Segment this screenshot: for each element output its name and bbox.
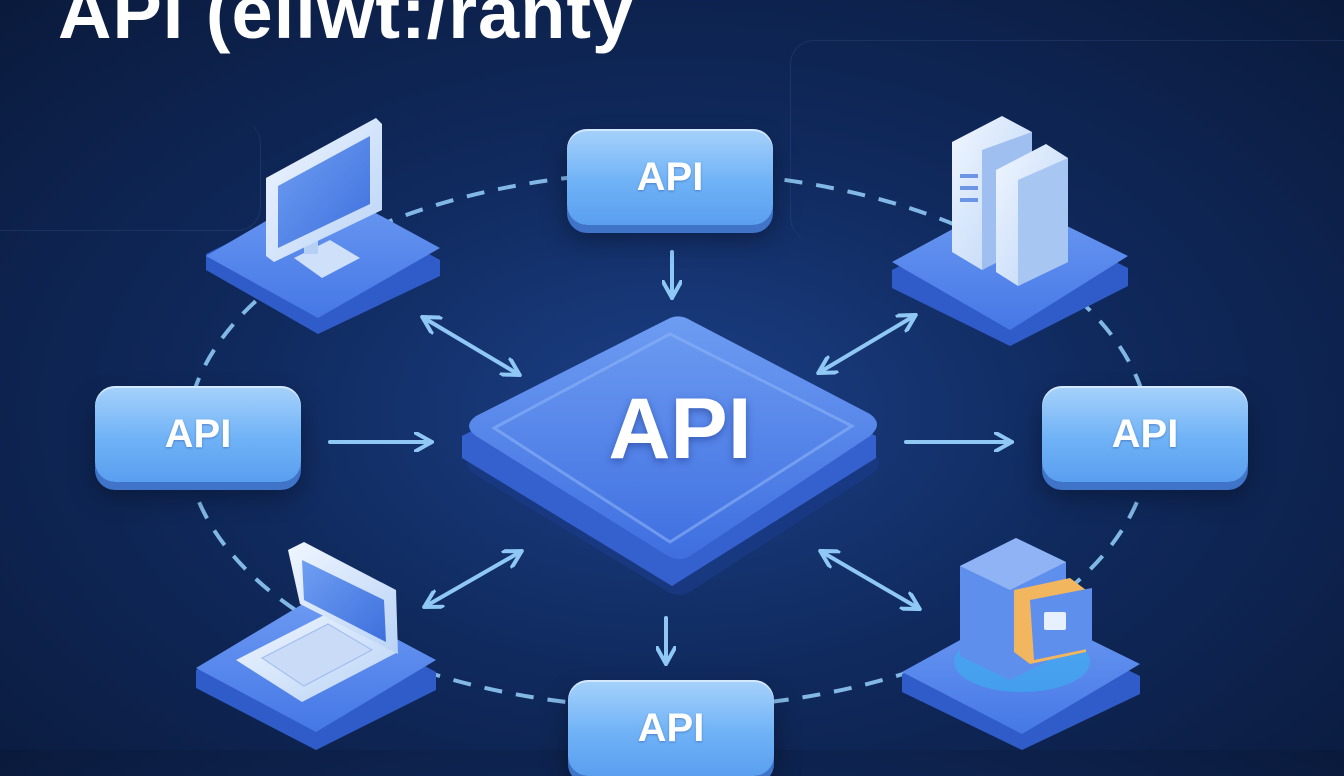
- api-diagram: [184, 116, 1152, 750]
- connector-arrows: [328, 250, 1010, 662]
- hub-label: API: [608, 381, 752, 477]
- api-node-right-label: API: [1111, 411, 1179, 456]
- hub-inner-edge: [491, 332, 856, 544]
- api-node-top: API: [567, 129, 773, 225]
- hub-top: [469, 316, 877, 559]
- database-icon: [954, 538, 1092, 692]
- api-node-left: API: [95, 386, 301, 482]
- background-line: [790, 40, 1344, 241]
- laptop-node: [196, 542, 436, 750]
- api-node-left-label: API: [164, 411, 232, 456]
- storage-node: [902, 538, 1140, 750]
- api-hub: [462, 316, 879, 595]
- api-node-bottom: API: [568, 680, 774, 776]
- arrow-laptop-hub: [426, 552, 520, 606]
- page-title: API (eliwt:/ranty: [58, 0, 635, 54]
- server-rack-icon: [952, 116, 1068, 286]
- desktop-node: [206, 118, 440, 334]
- arrow-server-hub: [820, 316, 914, 372]
- background-line: [0, 120, 261, 231]
- api-node-bottom-label: API: [637, 705, 705, 750]
- api-node-top-label: API: [636, 154, 704, 199]
- api-node-right: API: [1042, 386, 1248, 482]
- laptop-icon: [236, 542, 398, 702]
- arrow-desktop-hub: [424, 318, 518, 374]
- arrow-storage-hub: [822, 552, 918, 608]
- server-node: [892, 116, 1128, 346]
- desktop-monitor-icon: [266, 118, 382, 278]
